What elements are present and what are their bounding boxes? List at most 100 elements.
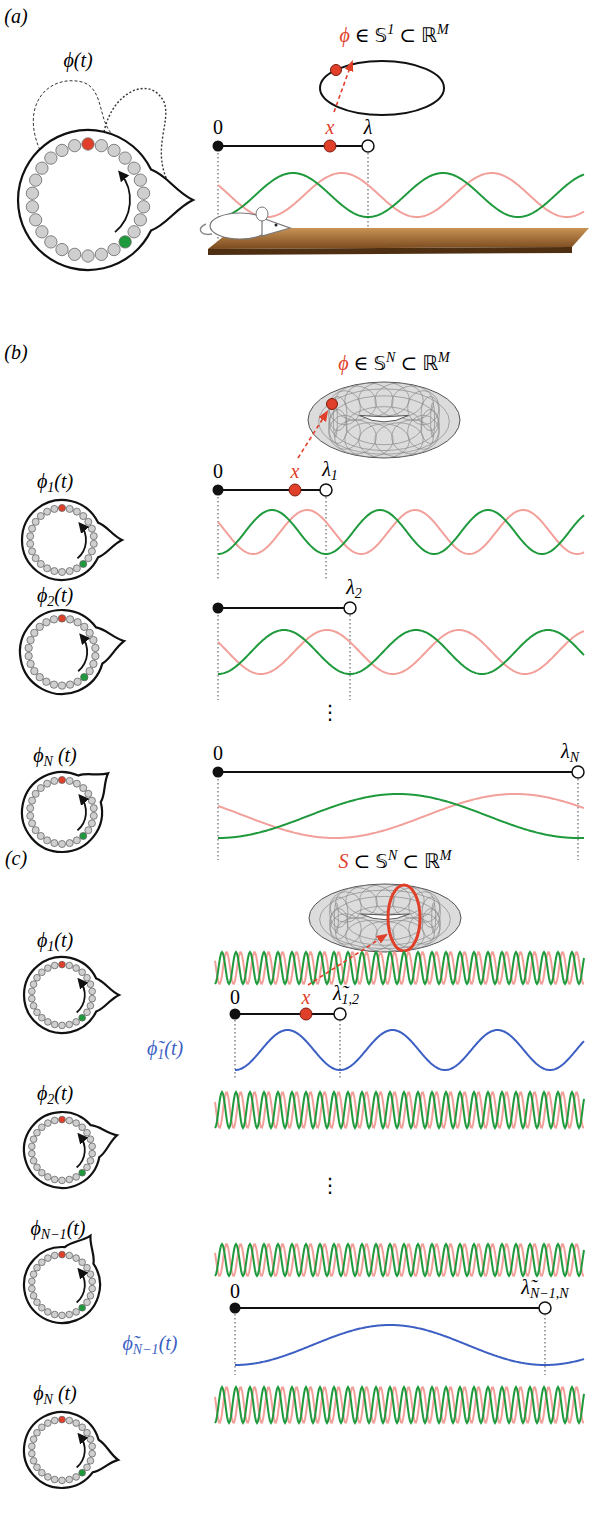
axis-origin: 0 [213, 117, 223, 137]
unit-cell [44, 565, 51, 572]
phase-label: ϕN (t) [33, 1383, 77, 1407]
unit-cell [66, 1417, 73, 1424]
unit-cell [27, 812, 34, 819]
unit-cell [73, 837, 80, 844]
track-segment [235, 1013, 340, 1015]
period-dot [320, 484, 332, 496]
unit-cell [66, 777, 73, 784]
unit-cell [59, 1251, 66, 1258]
unit-cell [73, 508, 80, 515]
unit-cell [66, 1176, 73, 1183]
unit-cell [28, 1150, 35, 1157]
unit-cell [50, 681, 57, 688]
cell-body [24, 957, 119, 1033]
rotation-arrow [115, 173, 130, 232]
dotted-guide [218, 615, 219, 700]
dotted-guide [218, 497, 219, 580]
unit-cell [108, 144, 120, 156]
unit-cell [45, 965, 52, 972]
sine-wave [215, 1244, 584, 1276]
unit-cell [27, 540, 34, 547]
unit-cell [66, 616, 73, 623]
unit-cell [31, 667, 38, 674]
ellipsis: ⋮ [320, 702, 340, 722]
sine-wave [218, 630, 584, 674]
rotation-arrow [77, 797, 86, 831]
unit-cell [90, 805, 97, 812]
unit-cell [73, 1474, 80, 1481]
unit-cell [51, 1252, 58, 1259]
unit-cell [85, 790, 92, 797]
sine-wave [215, 1092, 584, 1127]
dotted-guide [350, 615, 351, 700]
unit-cell [58, 504, 65, 511]
unit-cell [29, 797, 36, 804]
unit-cell [79, 1124, 86, 1131]
unit-cell [30, 1002, 37, 1009]
unit-cell [51, 505, 58, 512]
unit-cell [66, 1311, 73, 1318]
unit-cell [30, 981, 37, 988]
unit-cell [87, 1002, 94, 1009]
unit-cell [56, 144, 68, 156]
unit-cell [59, 1022, 66, 1029]
unit-cell [51, 1117, 58, 1124]
unit-cell [44, 780, 51, 787]
unit-cell [31, 629, 38, 636]
unit-cell [89, 1143, 96, 1150]
track-segment [218, 607, 350, 609]
wavelength-label: λ̃1,2 [333, 983, 359, 1007]
unit-cell [108, 243, 120, 255]
origin-dot [230, 1303, 241, 1314]
position-dot [289, 484, 301, 496]
unit-cell [59, 1177, 66, 1184]
sine-wave [235, 1030, 584, 1070]
cell-body [6, 743, 134, 869]
wavelength-label: λN [561, 741, 579, 765]
axis-origin: 0 [213, 743, 223, 763]
unit-cell [89, 1285, 96, 1292]
origin-dot [213, 603, 224, 614]
origin-dot [213, 141, 224, 152]
unit-cell [29, 820, 36, 827]
unit-cell [34, 974, 41, 981]
unit-cell [66, 1117, 73, 1124]
unit-cell [66, 1252, 73, 1259]
phase-label: ϕ1(t) [37, 471, 73, 495]
unit-cell [27, 660, 34, 667]
unit-cell [66, 962, 73, 969]
unit-cell [90, 636, 97, 643]
axis-origin: 0 [213, 461, 223, 481]
unit-cell [119, 236, 131, 248]
origin-dot [213, 767, 224, 778]
position-label: x [291, 461, 300, 481]
unit-cell [73, 965, 80, 972]
unit-cell [25, 644, 32, 651]
sine-wave [215, 1092, 584, 1128]
panel-letter: (a) [4, 6, 27, 26]
state-dot [331, 65, 342, 76]
unit-cell [38, 1424, 45, 1431]
unit-cell [27, 805, 34, 812]
unit-cell [73, 1420, 80, 1427]
unit-cell [84, 1264, 91, 1271]
unit-cell [134, 214, 146, 226]
unit-cell [45, 1474, 52, 1481]
unit-cell [32, 518, 39, 525]
unit-cell [80, 513, 87, 520]
unit-cell [87, 981, 94, 988]
unit-cell [28, 1443, 35, 1450]
unit-cell [73, 1174, 80, 1181]
period-dot [334, 1008, 346, 1020]
unit-cell [82, 138, 94, 150]
unit-cell [58, 682, 65, 689]
unit-cell [74, 678, 81, 685]
unit-cell [66, 568, 73, 575]
cell-body [10, 1217, 123, 1337]
unit-cell [89, 1450, 96, 1457]
unit-cell [38, 1014, 45, 1021]
unit-cell [58, 776, 65, 783]
rotation-arrow [77, 1270, 85, 1302]
unit-cell [26, 187, 38, 199]
unit-cell [30, 1457, 37, 1464]
